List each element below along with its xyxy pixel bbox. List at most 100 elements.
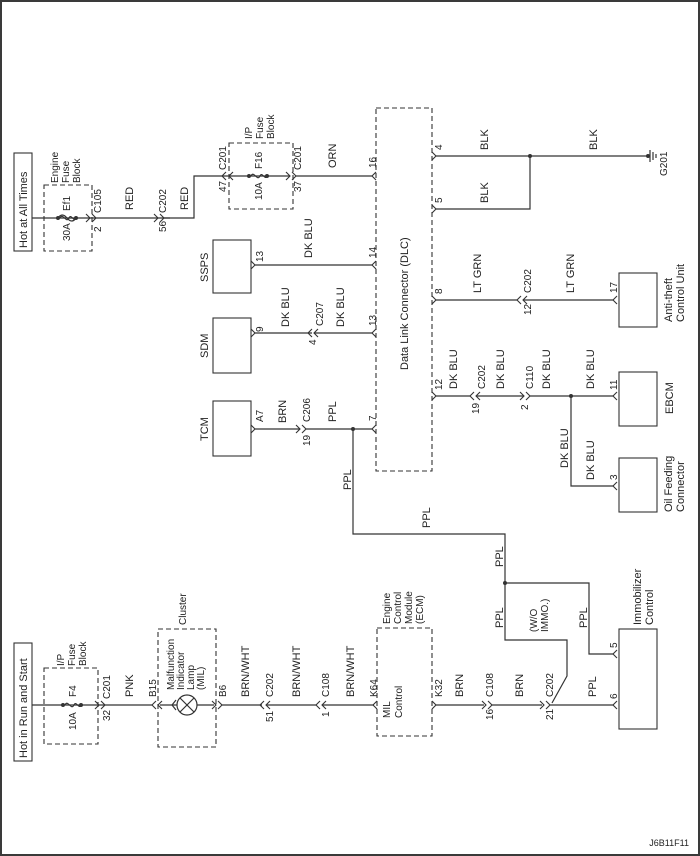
wire-color-label: DK BLU <box>559 428 571 468</box>
svg-text:16: 16 <box>368 156 379 168</box>
svg-text:(MIL): (MIL) <box>196 667 207 690</box>
ip-fuse-block-f16: I/P Fuse Block C201 47 F16 10A C201 37 <box>218 114 304 210</box>
wire-color-label: PPL <box>587 676 599 697</box>
wire-color-label: ORN <box>327 144 339 169</box>
svg-text:SSPS: SSPS <box>199 253 211 282</box>
svg-text:8: 8 <box>434 288 445 294</box>
figure-id: J6B11F11 <box>649 838 689 848</box>
svg-text:(ECM): (ECM) <box>415 595 426 624</box>
svg-text:(W/O: (W/O <box>529 608 540 632</box>
svg-text:56: 56 <box>158 220 169 232</box>
svg-text:Fuse: Fuse <box>61 160 72 183</box>
connector-pin-icon <box>91 213 97 223</box>
svg-text:1: 1 <box>321 711 332 717</box>
wire-color-label: PPL <box>327 401 339 422</box>
svg-text:32: 32 <box>102 709 113 721</box>
svg-text:17: 17 <box>609 281 620 293</box>
wire-color-label: DK BLU <box>448 349 460 389</box>
wire-color-label: PPL <box>342 469 354 490</box>
svg-text:TCM: TCM <box>199 417 211 441</box>
svg-text:A7: A7 <box>255 409 266 422</box>
svg-text:13: 13 <box>368 314 379 326</box>
svg-text:10A: 10A <box>254 182 265 200</box>
sdm-module: SDM 9 <box>199 317 266 374</box>
svg-text:C105: C105 <box>93 189 104 213</box>
svg-text:19: 19 <box>471 402 482 414</box>
wire-color-label: PPL <box>421 507 433 528</box>
svg-text:4: 4 <box>434 144 445 150</box>
svg-text:MIL: MIL <box>382 701 393 718</box>
svg-text:Cluster: Cluster <box>178 593 189 625</box>
svg-text:10A: 10A <box>68 712 79 730</box>
svg-text:C202: C202 <box>523 269 534 293</box>
svg-text:Oil Feeding: Oil Feeding <box>663 456 675 512</box>
connector-pin-icon <box>94 700 100 710</box>
svg-text:I/P: I/P <box>56 653 67 666</box>
svg-text:Module: Module <box>404 591 415 624</box>
wire-color-label: DK BLU <box>335 287 347 327</box>
svg-text:5: 5 <box>609 642 620 648</box>
wire-color-label: BLK <box>479 182 491 203</box>
fuse-icon <box>250 173 268 179</box>
wire-color-label: BRN/WHT <box>240 645 252 697</box>
connector-pin-icon <box>285 171 291 181</box>
svg-text:5: 5 <box>434 197 445 203</box>
svg-text:C201: C201 <box>293 146 304 170</box>
ebcm-module: 11 EBCM <box>609 371 676 427</box>
wire-color-label: LT GRN <box>565 254 577 293</box>
svg-text:F4: F4 <box>68 685 79 697</box>
dlc-label: Data Link Connector (DLC) <box>399 237 411 370</box>
wire-color-label: BLK <box>479 129 491 150</box>
svg-text:21: 21 <box>545 708 556 720</box>
svg-text:Connector: Connector <box>675 461 687 512</box>
wire-color-label: BRN <box>454 674 466 697</box>
ground-icon <box>646 150 657 162</box>
wire-color-label: RED <box>179 187 191 210</box>
svg-text:16: 16 <box>485 708 496 720</box>
fuse-icon <box>59 215 77 221</box>
ssps-module: SSPS 13 <box>199 239 266 294</box>
wire-color-label: BRN/WHT <box>291 645 303 697</box>
svg-text:2: 2 <box>520 404 531 410</box>
wire-color-label: BLK <box>588 129 600 150</box>
connector-pin-icon <box>221 171 227 181</box>
svg-text:C108: C108 <box>321 673 332 697</box>
wire-color-label: RED <box>124 187 136 210</box>
fuse-icon <box>57 214 77 222</box>
svg-text:19: 19 <box>302 434 313 446</box>
svg-text:Block: Block <box>78 641 89 666</box>
svg-text:4: 4 <box>308 339 319 345</box>
svg-text:13: 13 <box>255 250 266 262</box>
svg-text:Fuse: Fuse <box>67 643 78 666</box>
svg-text:Immobilizer: Immobilizer <box>632 568 644 625</box>
svg-text:51: 51 <box>265 710 276 722</box>
wo-immo-jumper <box>504 583 568 704</box>
svg-text:Engine: Engine <box>50 151 61 183</box>
svg-text:C201: C201 <box>102 675 113 699</box>
wire-color-label: BRN/WHT <box>345 645 357 697</box>
wire-color-label: DK BLU <box>303 218 315 258</box>
svg-text:12: 12 <box>523 303 534 315</box>
svg-text:Block: Block <box>266 114 277 139</box>
svg-text:7: 7 <box>368 415 379 421</box>
svg-text:Control: Control <box>394 686 405 718</box>
svg-text:C108: C108 <box>485 673 496 697</box>
fuse-icon <box>64 702 82 708</box>
svg-text:C202: C202 <box>545 673 556 697</box>
svg-text:Ef1: Ef1 <box>62 196 73 211</box>
svg-text:IMMO.): IMMO.) <box>540 599 551 632</box>
svg-text:F16: F16 <box>254 151 265 169</box>
svg-text:6: 6 <box>609 693 620 699</box>
wire-color-label: PPL <box>578 607 590 628</box>
svg-text:Control: Control <box>644 590 656 625</box>
wire-color-label: LT GRN <box>472 254 484 293</box>
svg-text:EBCM: EBCM <box>664 382 676 414</box>
svg-text:Fuse: Fuse <box>255 116 266 139</box>
wire-color-label: DK BLU <box>585 349 597 389</box>
svg-text:B15: B15 <box>148 679 159 697</box>
svg-text:K32: K32 <box>434 679 445 697</box>
svg-text:K64: K64 <box>369 679 380 697</box>
engine-control-module: Engine Control Module (ECM) K64 MIL Cont… <box>369 591 445 737</box>
antitheft-control-unit: 17 Anti-theft Control Unit <box>609 264 687 328</box>
